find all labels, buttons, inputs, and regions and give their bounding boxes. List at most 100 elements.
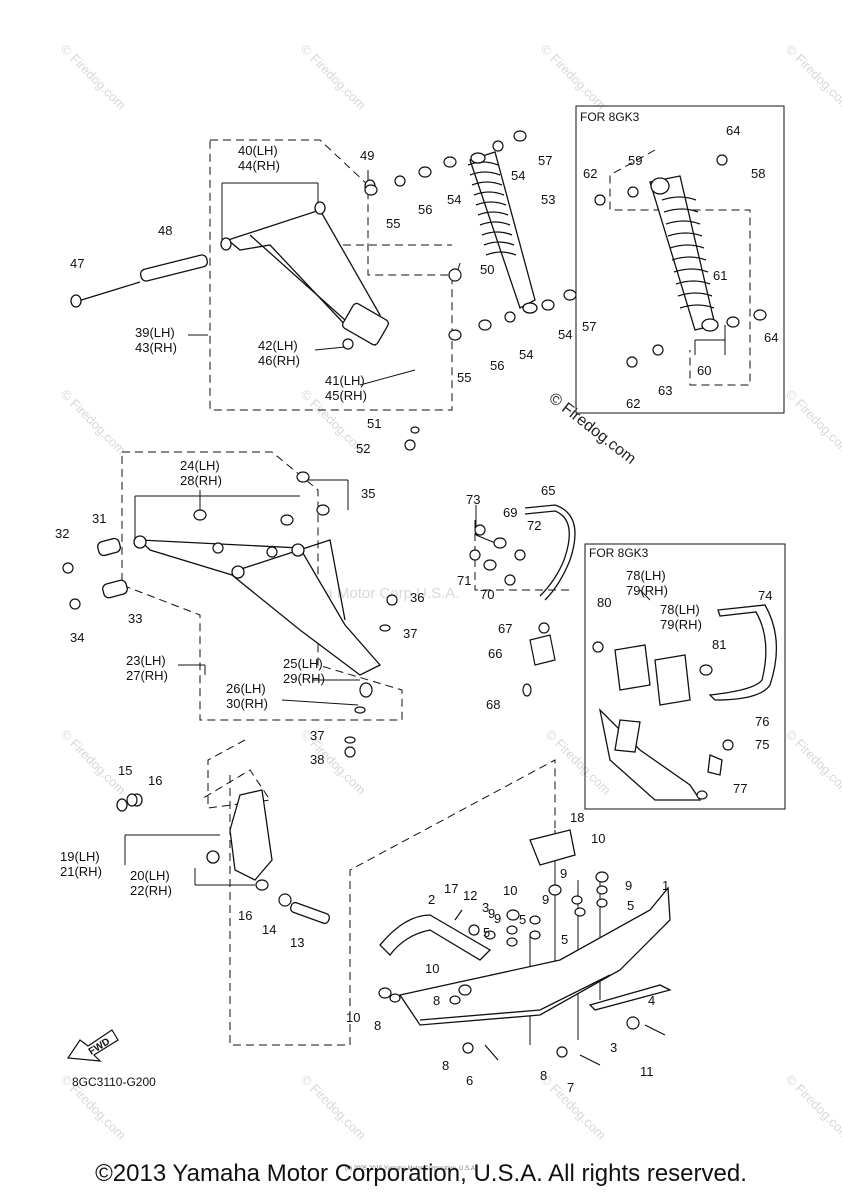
- callout-64: 64: [726, 123, 740, 138]
- watermark: © Firedog.com: [58, 42, 129, 113]
- callout-71: 71: [457, 573, 471, 588]
- callout-53: 53: [541, 192, 555, 207]
- callout-5: 5: [483, 925, 490, 940]
- callout-50: 50: [480, 262, 494, 277]
- variant-box-shock: FOR 8GK3: [575, 105, 785, 414]
- copyright-footer: ©2013 Yamaha Motor Corporation, U.S.A. A…: [95, 1160, 747, 1187]
- callout-16: 16: [148, 773, 162, 788]
- callout-8: 8: [442, 1058, 449, 1073]
- upper-a-arm: [226, 209, 390, 347]
- callout-8: 8: [433, 993, 440, 1008]
- callout-3: 3: [610, 1040, 617, 1055]
- spindle: [116, 789, 331, 925]
- callout-16: 16: [238, 908, 252, 923]
- callout-64: 64: [764, 330, 778, 345]
- ski-variant: [598, 644, 723, 801]
- variant-box-ski: FOR 8GK3: [584, 543, 786, 810]
- fwd-arrow-icon: FWD: [66, 1029, 119, 1062]
- callout-67: 67: [498, 621, 512, 636]
- callout-80: 80: [597, 595, 611, 610]
- callout-55: 55: [386, 216, 400, 231]
- watermark: © Firedog.com: [298, 1072, 369, 1143]
- callout-10: 10: [591, 831, 605, 846]
- watermark: © Firedog.com: [783, 42, 842, 113]
- callout-63: 63: [658, 383, 672, 398]
- callout-68: 68: [486, 697, 500, 712]
- watermark: © Firedog.com: [58, 387, 129, 458]
- lower-a-arm: [97, 535, 382, 676]
- callout-12: 12: [463, 888, 477, 903]
- callout-66: 66: [488, 646, 502, 661]
- callout-69: 69: [503, 505, 517, 520]
- callout-26: 26(LH): [226, 681, 266, 696]
- callout-54: 54: [447, 192, 461, 207]
- callout-61: 61: [713, 268, 727, 283]
- callout-76: 76: [755, 714, 769, 729]
- callout-54: 54: [519, 347, 533, 362]
- callout-6: 6: [466, 1073, 473, 1088]
- callout-10: 10: [346, 1010, 360, 1025]
- watermark: © Firedog.com: [783, 387, 842, 458]
- leader-lines: [124, 170, 726, 1045]
- watermark: © Firedog.com: [543, 727, 614, 798]
- callout-8: 8: [540, 1068, 547, 1083]
- callout-41: 41(LH): [325, 373, 365, 388]
- callout-44: 44(RH): [238, 158, 280, 173]
- callout-45: 45(RH): [325, 388, 367, 403]
- callout-48: 48: [158, 223, 172, 238]
- callout-32: 32: [55, 526, 69, 541]
- callout-59: 59: [628, 153, 642, 168]
- callout-5: 5: [627, 898, 634, 913]
- callout-38: 38: [310, 752, 324, 767]
- tiny-copyright: (c) 2005-2015 Yamaha Motor Corporation, …: [345, 1166, 477, 1172]
- callout-7: 7: [567, 1080, 574, 1095]
- callout-24: 24(LH): [180, 458, 220, 473]
- callout-40: 40(LH): [238, 143, 278, 158]
- callout-70: 70: [480, 587, 494, 602]
- callout-10: 10: [503, 883, 517, 898]
- callout-75: 75: [755, 737, 769, 752]
- callout-65: 65: [541, 483, 555, 498]
- callout-57: 57: [538, 153, 552, 168]
- callout-14: 14: [262, 922, 276, 937]
- callout-10: 10: [425, 961, 439, 976]
- callout-72: 72: [527, 518, 541, 533]
- callout-58: 58: [751, 166, 765, 181]
- callout-37: 37: [310, 728, 324, 743]
- callout-74: 74: [758, 588, 772, 603]
- callout-4: 4: [648, 993, 655, 1008]
- callout-77: 77: [733, 781, 747, 796]
- callout-2: 2: [428, 892, 435, 907]
- callout-57: 57: [582, 319, 596, 334]
- callout-37: 37: [403, 626, 417, 641]
- callout-11: 11: [640, 1064, 654, 1079]
- callout-8: 8: [374, 1018, 381, 1033]
- callout-79: 79(RH): [626, 583, 668, 598]
- callout-30: 30(RH): [226, 696, 268, 711]
- callout-29: 29(RH): [283, 671, 325, 686]
- callout-19: 19(LH): [60, 849, 100, 864]
- callout-43: 43(RH): [135, 340, 177, 355]
- callout-33: 33: [128, 611, 142, 626]
- watermark: © Firedog.com: [783, 1072, 842, 1143]
- callout-78: 78(LH): [626, 568, 666, 583]
- callout-78: 78(LH): [660, 602, 700, 617]
- watermark-center: © Firedog.com: [546, 390, 639, 468]
- callout-35: 35: [361, 486, 375, 501]
- shock-absorber: [467, 151, 538, 314]
- watermark: © Firedog.com: [298, 42, 369, 113]
- callout-60: 60: [697, 363, 711, 378]
- callout-34: 34: [70, 630, 84, 645]
- steering-handle: [524, 504, 778, 701]
- callout-labels: 1 2 3 3 4 5 5 5 5 6 7 8 8 8 8 9 9 9 9 9 …: [55, 123, 778, 1095]
- callout-56: 56: [490, 358, 504, 373]
- callout-36: 36: [410, 590, 424, 605]
- callout-25: 25(LH): [283, 656, 323, 671]
- callout-28: 28(RH): [180, 473, 222, 488]
- callout-5: 5: [561, 932, 568, 947]
- callout-20: 20(LH): [130, 868, 170, 883]
- callout-23: 23(LH): [126, 653, 166, 668]
- callout-46: 46(RH): [258, 353, 300, 368]
- shock-absorber-variant: [649, 175, 719, 332]
